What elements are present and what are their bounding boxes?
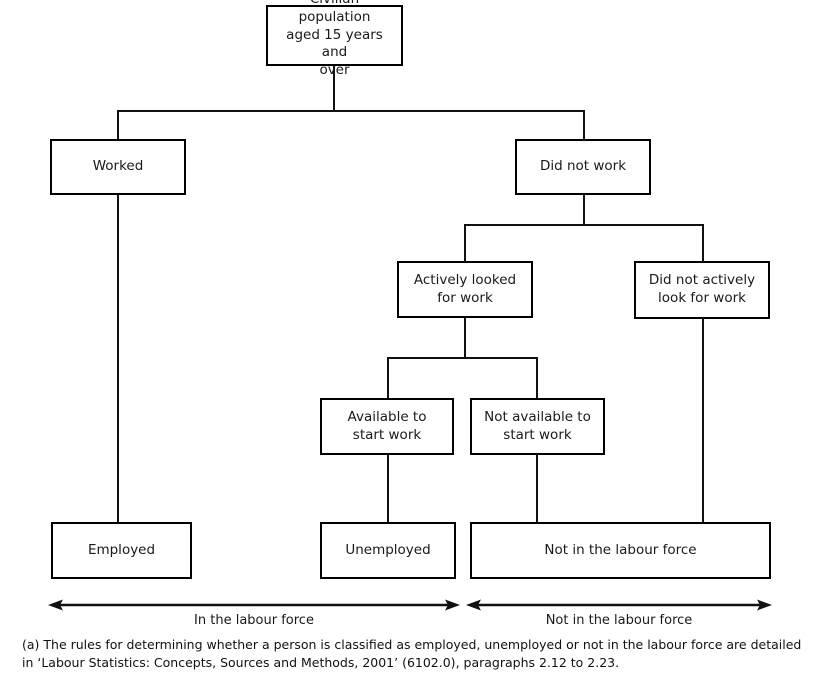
axis-label-in-the-labour-force: In the labour force	[194, 613, 314, 628]
connector-to-did-not-work	[583, 110, 585, 139]
connector-to-not-available	[536, 357, 538, 398]
node-actively-looked-for-work[interactable]: Actively looked for work	[397, 261, 533, 318]
connector-to-worked	[117, 110, 119, 139]
double-headed-arrow-icon	[466, 599, 772, 611]
arrow-not-in-the-labour-force	[466, 598, 772, 616]
connector-worked-to-employed	[117, 194, 119, 522]
connector-level2-bar	[464, 224, 704, 226]
connector-level1-bar	[117, 110, 585, 112]
connector-did-not-work-stem	[583, 194, 585, 226]
node-unemployed[interactable]: Unemployed	[320, 522, 456, 579]
connector-level3-bar	[387, 357, 538, 359]
node-employed[interactable]: Employed	[51, 522, 192, 579]
node-not-in-the-labour-force[interactable]: Not in the labour force	[470, 522, 771, 579]
double-headed-arrow-icon	[48, 599, 460, 611]
node-civilian-population[interactable]: Civilian population aged 15 years and ov…	[266, 0, 403, 78]
connector-to-available	[387, 357, 389, 398]
node-available-to-start-work[interactable]: Available to start work	[320, 398, 454, 455]
connector-available-to-unemployed	[387, 455, 389, 522]
connector-to-did-not-actively-look	[702, 224, 704, 261]
connector-not-available-to-nilf	[536, 455, 538, 522]
node-did-not-actively-look-for-work[interactable]: Did not actively look for work	[634, 261, 770, 319]
node-worked[interactable]: Worked	[50, 139, 186, 195]
connector-to-actively-looked	[464, 224, 466, 261]
connector-did-not-actively-look-to-nilf	[702, 319, 704, 522]
connector-root-stem	[333, 66, 335, 111]
node-not-available-to-start-work[interactable]: Not available to start work	[470, 398, 605, 455]
connector-actively-looked-stem	[464, 317, 466, 359]
node-did-not-work[interactable]: Did not work	[515, 139, 651, 195]
axis-label-not-in-the-labour-force: Not in the labour force	[545, 613, 693, 628]
arrow-in-the-labour-force	[48, 598, 460, 616]
footnote-text: (a) The rules for determining whether a …	[22, 637, 802, 671]
